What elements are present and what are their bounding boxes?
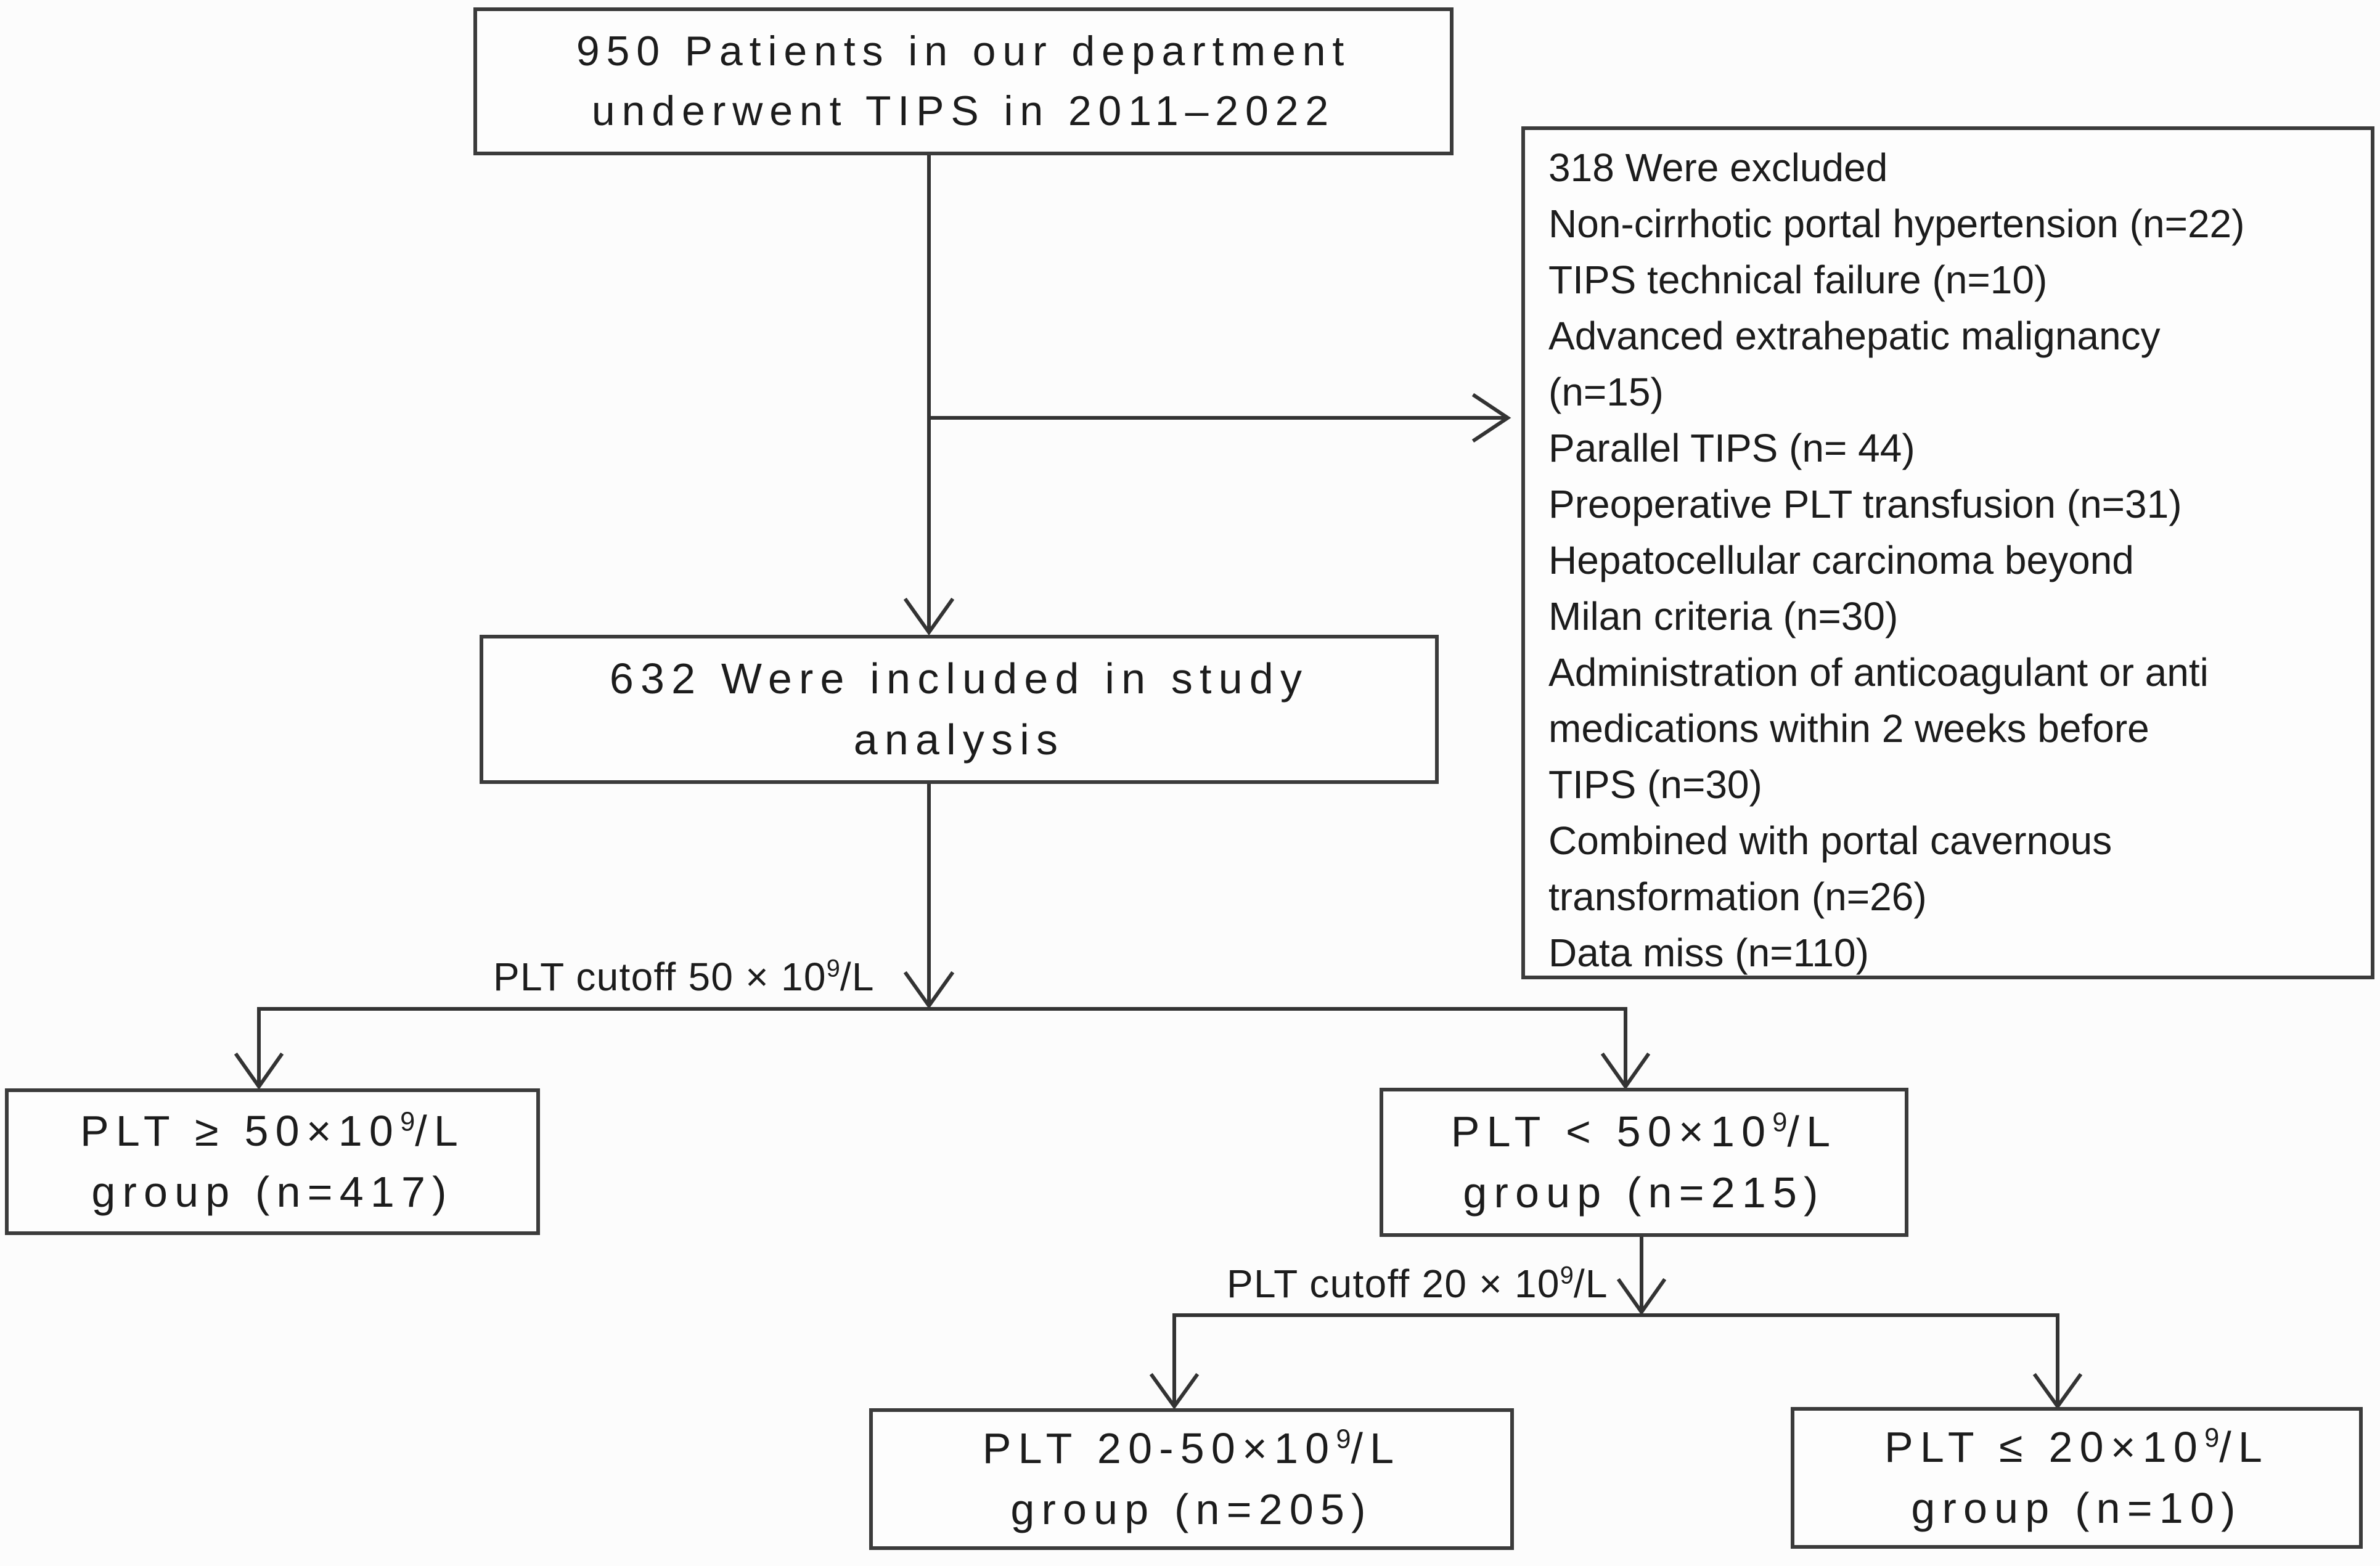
- exclusion-line: Data miss (n=110): [1548, 931, 1869, 975]
- text-segment: /L: [1573, 1262, 1608, 1306]
- node-patients-underwent-tips: 950 Patients in our department underwent…: [473, 7, 1454, 155]
- node-text-line: PLT ≥ 50×109/L: [80, 1101, 465, 1162]
- superscript-exponent: 9: [2204, 1423, 2220, 1453]
- text-segment: PLT ≤ 20×10: [1884, 1422, 2205, 1471]
- exclusion-line: medications within 2 weeks before: [1548, 706, 2149, 751]
- text-segment: PLT cutoff 20 × 10: [1227, 1262, 1560, 1306]
- node-text-line: PLT 20-50×109/L: [983, 1418, 1401, 1479]
- text-segment: PLT ≥ 50×10: [80, 1106, 401, 1155]
- node-group-plt-20-50: PLT 20-50×109/L group (n=205): [869, 1408, 1514, 1550]
- exclusion-line: TIPS (n=30): [1548, 762, 1762, 807]
- text-segment: /L: [2219, 1422, 2269, 1471]
- node-excluded-reasons: 318 Were excluded Non-cirrhotic portal h…: [1521, 126, 2374, 979]
- node-text-line: PLT < 50×109/L: [1451, 1101, 1837, 1162]
- text-segment: PLT cutoff 50 × 10: [493, 955, 827, 999]
- exclusion-line: Combined with portal cavernous: [1548, 818, 2112, 863]
- edge-label-plt-cutoff-50: PLT cutoff 50 × 109/L: [493, 954, 875, 1000]
- text-segment: /L: [415, 1106, 465, 1155]
- arrowhead-into-le20-group: [2032, 1372, 2083, 1410]
- exclusion-line: 318 Were excluded: [1548, 145, 1888, 190]
- exclusion-line: Parallel TIPS (n= 44): [1548, 426, 1915, 470]
- node-group-plt-lt-50: PLT < 50×109/L group (n=215): [1380, 1088, 1908, 1237]
- superscript-exponent: 9: [826, 955, 840, 982]
- exclusion-line: TIPS technical failure (n=10): [1548, 258, 2048, 302]
- superscript-exponent: 9: [400, 1107, 415, 1137]
- node-text-line: group (n=205): [1010, 1485, 1373, 1533]
- superscript-exponent: 9: [1560, 1262, 1574, 1289]
- node-text-line: PLT ≤ 20×109/L: [1884, 1417, 2269, 1478]
- exclusion-line: Advanced extrahepatic malignancy: [1548, 314, 2161, 358]
- exclusion-line: Administration of anticoagulant or anti: [1548, 650, 2209, 695]
- exclusion-line: (n=15): [1548, 370, 1664, 414]
- node-text-line: group (n=10): [1911, 1484, 2243, 1532]
- text-segment: PLT 20-50×10: [982, 1424, 1336, 1472]
- arrowhead-at-cutoff50-junction: [903, 971, 955, 1009]
- exclusion-line: Milan criteria (n=30): [1548, 594, 1899, 638]
- node-group-plt-le-20: PLT ≤ 20×109/L group (n=10): [1791, 1407, 2363, 1549]
- node-text-line: group (n=215): [1463, 1168, 1825, 1217]
- edge-cutoff20-branch: [1172, 1313, 2059, 1406]
- arrowhead-into-excluded: [1471, 393, 1511, 443]
- arrowhead-at-cutoff20-junction: [1616, 1278, 1667, 1316]
- exclusion-line: Non-cirrhotic portal hypertension (n=22): [1548, 202, 2245, 246]
- node-included-in-analysis: 632 Were included in study analysis: [480, 635, 1439, 784]
- exclusion-line: Preoperative PLT transfusion (n=31): [1548, 482, 2182, 526]
- text-segment: /L: [1351, 1424, 1401, 1472]
- arrowhead-into-ge50-group: [234, 1052, 284, 1090]
- text-segment: PLT < 50×10: [1450, 1107, 1773, 1156]
- superscript-exponent: 9: [1772, 1107, 1788, 1138]
- exclusion-line: transformation (n=26): [1548, 875, 1927, 919]
- node-text-line: 632 Were included in study: [609, 654, 1309, 703]
- node-text-line: group (n=417): [91, 1168, 454, 1216]
- arrowhead-into-lt50-group: [1600, 1052, 1651, 1090]
- edge-label-plt-cutoff-20: PLT cutoff 20 × 109/L: [1227, 1261, 1608, 1307]
- node-text-line: 950 Patients in our department: [576, 28, 1351, 75]
- arrowhead-into-included: [903, 597, 955, 636]
- node-text-line: analysis: [853, 716, 1065, 764]
- node-group-plt-ge-50: PLT ≥ 50×109/L group (n=417): [5, 1088, 540, 1235]
- arrowhead-into-2050-group: [1149, 1372, 1200, 1410]
- edge-cutoff50-branch: [257, 1007, 1627, 1084]
- text-segment: /L: [840, 955, 875, 999]
- text-segment: /L: [1787, 1107, 1838, 1156]
- exclusion-line: Hepatocellular carcinoma beyond: [1548, 538, 2134, 582]
- superscript-exponent: 9: [1336, 1424, 1351, 1454]
- node-text-line: underwent TIPS in 2011–2022: [591, 88, 1336, 134]
